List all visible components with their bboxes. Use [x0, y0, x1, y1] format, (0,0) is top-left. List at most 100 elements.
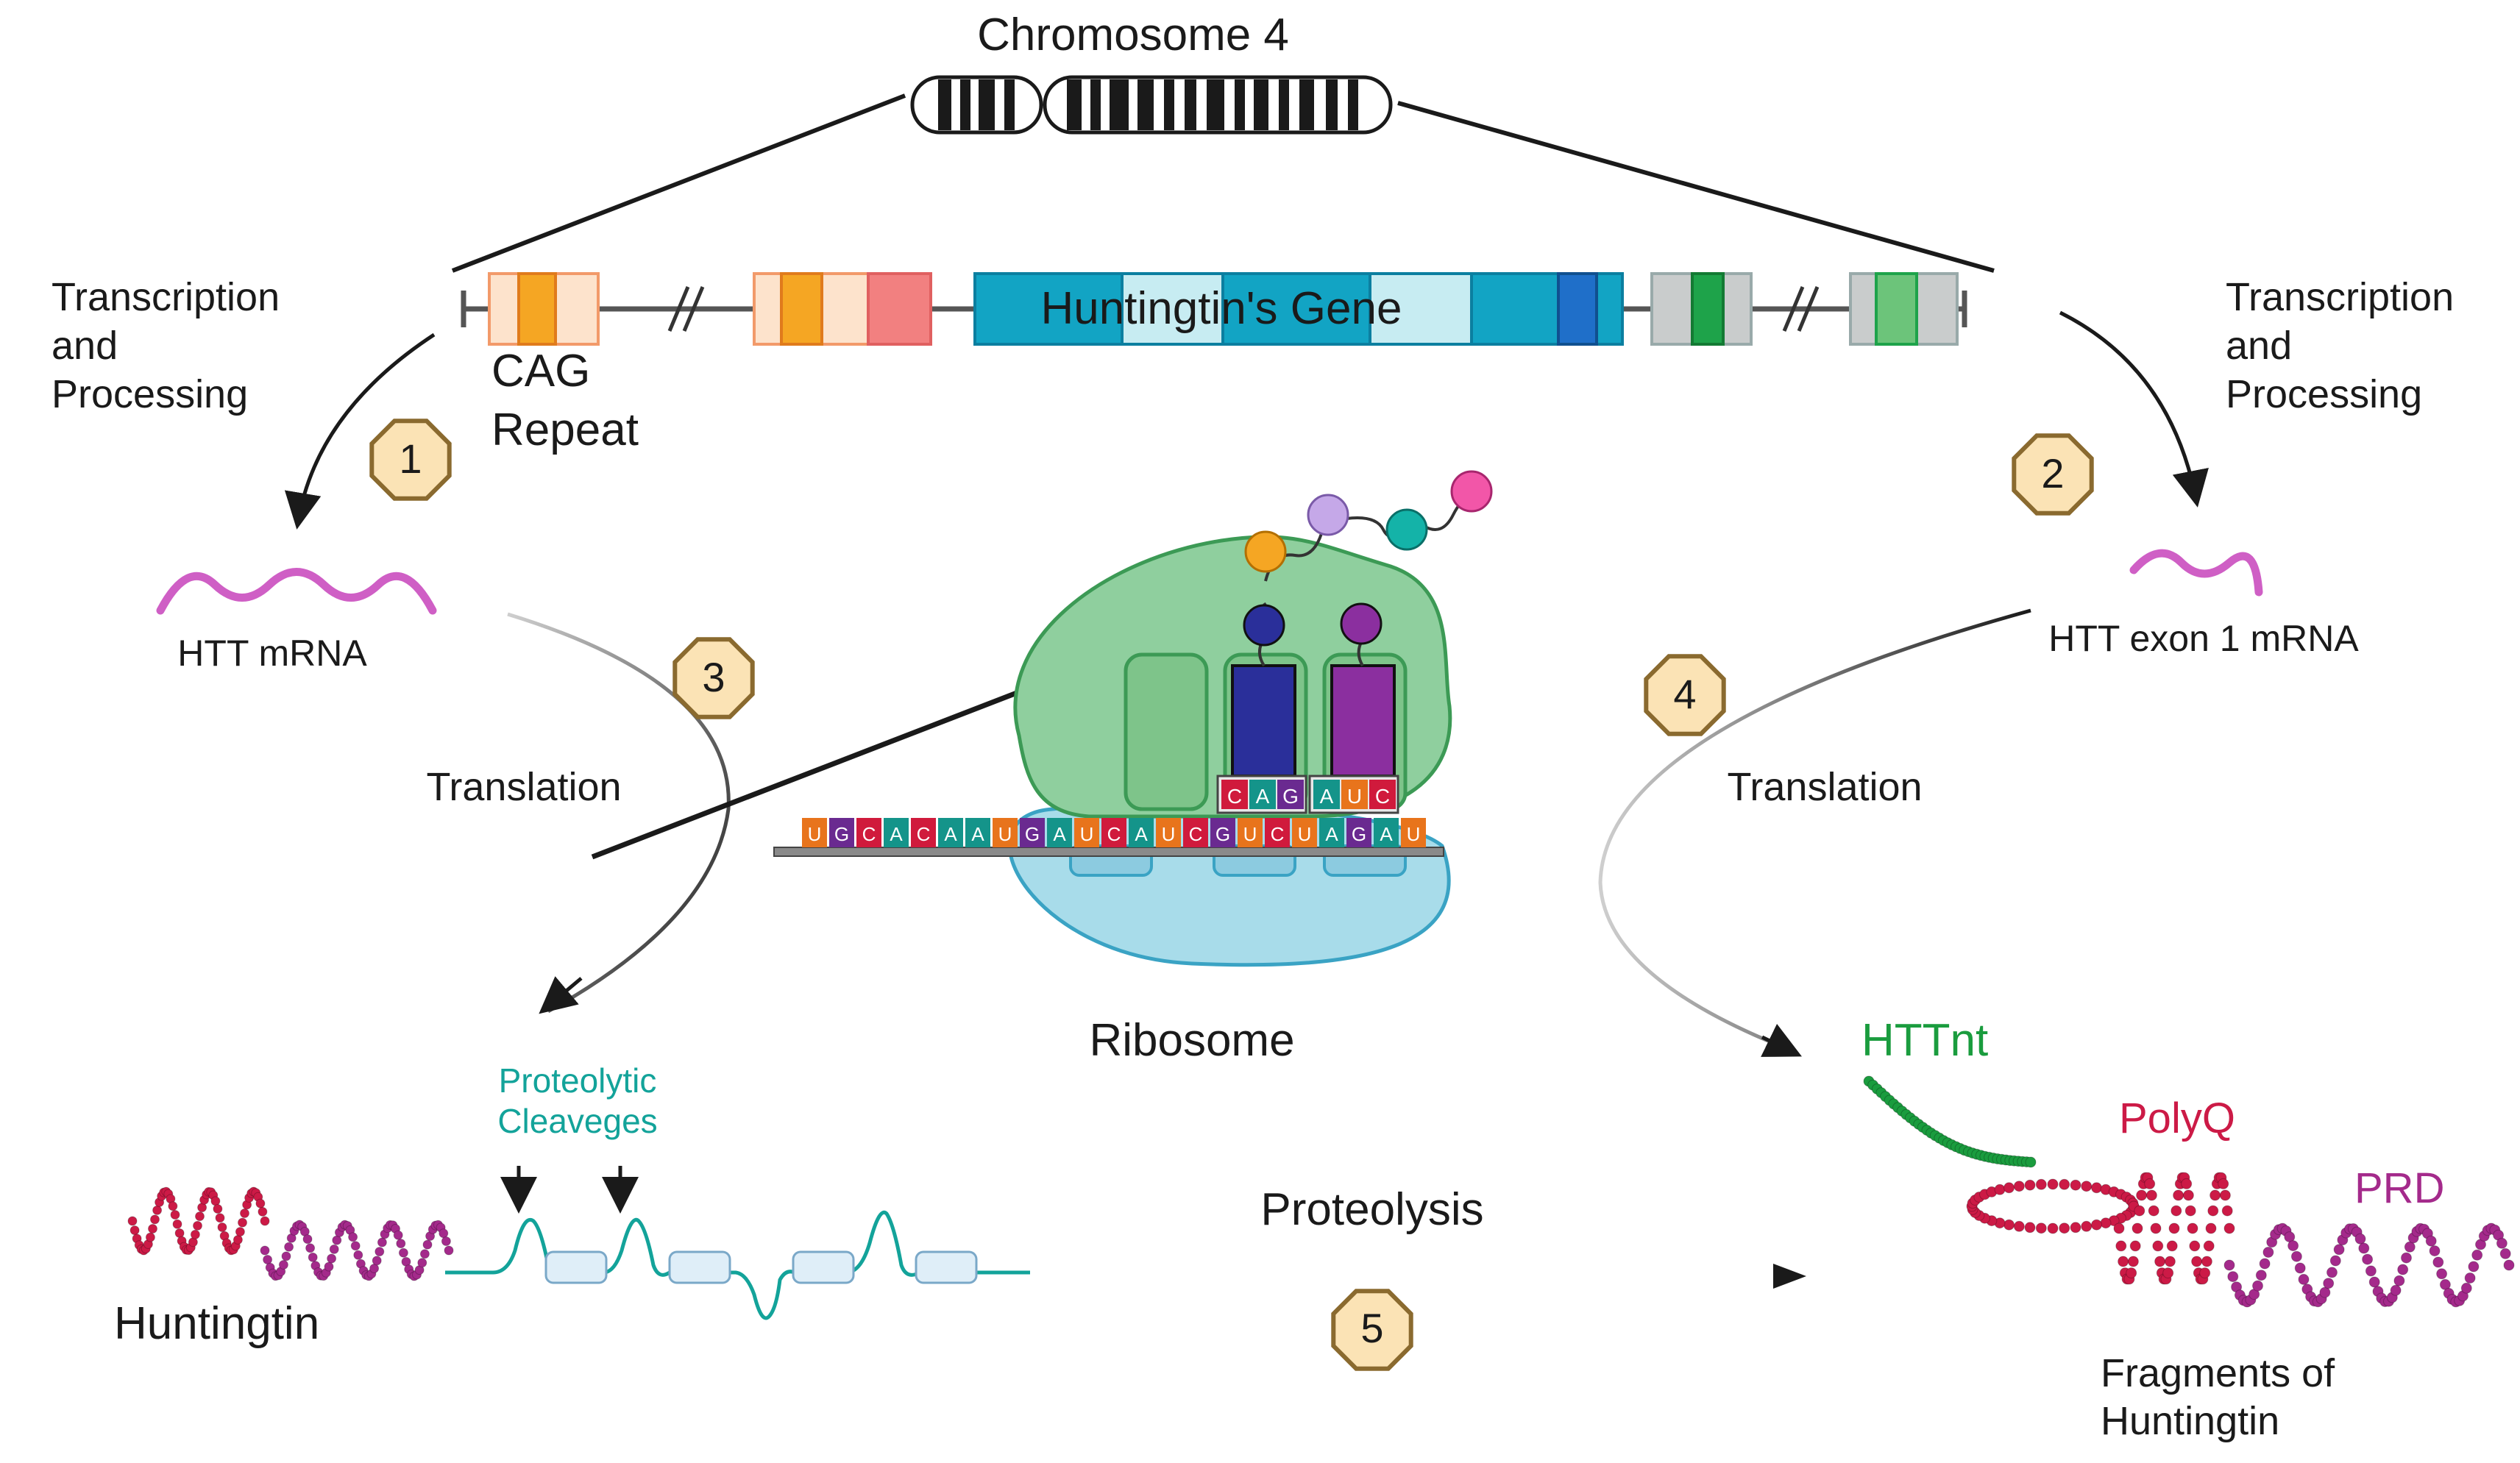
mrna-base: [911, 818, 936, 847]
residue-bead: [375, 1247, 385, 1257]
residue-bead: [2047, 1178, 2059, 1190]
residue-bead: [240, 1209, 249, 1218]
mrna-base-letter: U: [808, 823, 822, 845]
mrna-base: [856, 818, 881, 847]
residue-bead: [2425, 1235, 2437, 1247]
residue-bead: [2499, 1247, 2511, 1259]
residue-bead: [2252, 1280, 2263, 1292]
mrna-base: [1074, 818, 1099, 847]
residue-bead: [327, 1253, 337, 1264]
gene-bar: Huntingtin's Gene CAG Repeat: [461, 272, 1967, 455]
residue-bead: [2397, 1264, 2409, 1275]
residue-bead: [2035, 1222, 2047, 1234]
residue-bead: [258, 1206, 268, 1217]
htt-mrna-wave: [156, 568, 437, 615]
residue-bead: [2127, 1256, 2139, 1267]
residue-bead: [2171, 1205, 2182, 1217]
residue-bead: [2255, 1270, 2267, 1281]
gene-label: Huntingtin's Gene: [1041, 283, 1402, 334]
anticodon-left-3: G: [1282, 785, 1299, 808]
htt-exon1-mrna-wave: [2129, 549, 2263, 597]
mrna-base: [1401, 818, 1426, 847]
residue-bead: [2290, 1250, 2302, 1262]
residue-bead: [2326, 1267, 2338, 1278]
mrna-base: [1319, 818, 1344, 847]
residue-bead: [2393, 1275, 2405, 1286]
prd-label: PRD: [2354, 1164, 2444, 1212]
residue-bead: [2468, 1261, 2480, 1272]
residue-bead: [324, 1261, 334, 1272]
mrna-base-letter: C: [1271, 823, 1285, 845]
residue-bead: [444, 1245, 454, 1256]
residue-bead: [148, 1224, 157, 1234]
residue-bead: [260, 1245, 270, 1256]
transcription-right-line1: Transcription: [2226, 275, 2454, 319]
residue-bead: [2091, 1182, 2102, 1194]
residue-bead: [2003, 1219, 2015, 1231]
residue-bead: [353, 1250, 363, 1260]
cag-label-line1: CAG: [491, 346, 590, 396]
mrna-base: [938, 818, 963, 847]
arrow-transcription-left: [284, 332, 436, 530]
residue-bead: [2164, 1256, 2176, 1267]
htt-mrna-label: HTT mRNA: [177, 633, 367, 674]
residue-bead: [2035, 1178, 2047, 1190]
residue-bead: [2059, 1222, 2070, 1234]
trna-purple: [1330, 664, 1396, 777]
residue-bead: [174, 1228, 185, 1238]
mrna-base: [1238, 818, 1263, 847]
mrna-base-letter: C: [1107, 823, 1121, 845]
translation-left-label: Translation: [426, 765, 621, 809]
residue-bead: [2329, 1255, 2341, 1267]
anticodon-left: C A G: [1216, 775, 1307, 814]
residue-bead: [2223, 1222, 2235, 1234]
step-number-3: 3: [702, 654, 725, 700]
residue-bead: [2070, 1179, 2081, 1191]
residue-bead: [2432, 1256, 2444, 1268]
residue-bead: [2152, 1240, 2164, 1252]
residue-bead: [2221, 1205, 2233, 1217]
residue-bead: [2154, 1256, 2166, 1267]
residue-bead: [195, 1211, 205, 1222]
residue-bead: [2294, 1262, 2306, 1274]
residue-bead: [2025, 1156, 2037, 1168]
residue-bead: [2496, 1237, 2507, 1249]
residue-bead: [2390, 1284, 2402, 1296]
anticodon-right: A U C: [1308, 775, 1399, 814]
proteolysis-label: Proteolysis: [1260, 1184, 1483, 1235]
residue-bead: [2118, 1256, 2129, 1267]
trna-blue: [1231, 664, 1296, 777]
anticodon-right-1: A: [1320, 785, 1334, 808]
residue-bead: [2115, 1240, 2127, 1252]
residue-bead: [2464, 1272, 2476, 1284]
mrna-base: [1047, 818, 1072, 847]
chromosome-label: Chromosome 4: [977, 10, 1289, 60]
cag-label-line2: Repeat: [491, 405, 639, 455]
residue-bead: [2181, 1178, 2193, 1189]
residue-bead: [439, 1228, 449, 1239]
residue-bead: [233, 1235, 243, 1245]
residue-bead: [2460, 1282, 2472, 1294]
residue-bead: [2323, 1278, 2335, 1289]
residue-bead: [2184, 1205, 2196, 1217]
residue-bead: [2003, 1182, 2015, 1194]
transcription-left: Transcription and Processing: [52, 275, 280, 416]
residue-bead: [2173, 1189, 2184, 1201]
residue-bead: [215, 1213, 225, 1223]
residue-bead: [170, 1210, 180, 1220]
huntingtin-protein: Huntingtin: [114, 1186, 454, 1349]
residue-bead: [2182, 1189, 2194, 1201]
mrna-base-letter: U: [1298, 823, 1312, 845]
step-number-2: 2: [2041, 450, 2064, 496]
residue-bead: [2129, 1240, 2141, 1252]
residue-bead: [422, 1239, 433, 1250]
residue-bead: [2471, 1249, 2483, 1261]
mrna-base-letter: U: [1243, 823, 1257, 845]
residue-bead: [2354, 1233, 2366, 1245]
residue-bead: [210, 1196, 221, 1206]
residue-bead: [2207, 1205, 2219, 1217]
step-badge-3: 3: [672, 637, 755, 719]
residue-bead: [2134, 1205, 2145, 1217]
transcription-left-line2: and: [52, 324, 118, 368]
residue-bead: [2205, 1222, 2217, 1234]
